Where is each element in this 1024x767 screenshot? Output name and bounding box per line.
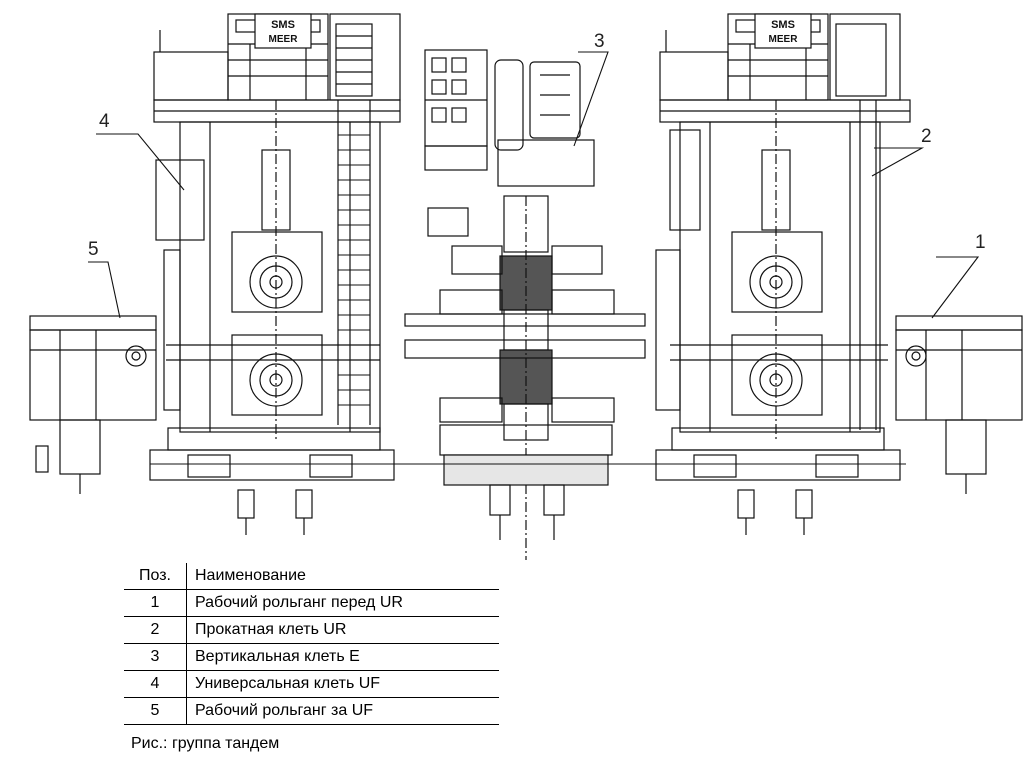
- rolling-stand-ur: SMS MEER: [655, 13, 911, 535]
- callout-4: 4: [99, 111, 110, 132]
- sms-logo-right-top: SMS: [771, 19, 795, 31]
- legend-header-row: Поз. Наименование: [124, 563, 499, 590]
- legend-row: 5 Рабочий рольганг за UF: [124, 697, 499, 725]
- callout-1: 1: [975, 232, 986, 253]
- legend-name: Универсальная клеть UF: [186, 670, 499, 698]
- legend-pos: 1: [124, 589, 187, 617]
- legend-name: Рабочий рольганг перед UR: [186, 589, 499, 617]
- leader-5: [88, 261, 121, 319]
- legend-pos: 5: [124, 697, 187, 725]
- technical-drawing: SMS MEER: [29, 13, 1023, 560]
- legend-pos: 3: [124, 643, 187, 671]
- legend-header-pos: Поз.: [124, 563, 187, 590]
- callout-3: 3: [594, 31, 605, 52]
- leader-3: [573, 51, 609, 147]
- callout-5: 5: [88, 239, 99, 260]
- vertical-stand-e: [404, 49, 646, 560]
- callout-2: 2: [921, 126, 932, 147]
- legend-pos: 4: [124, 670, 187, 698]
- legend-header-name: Наименование: [186, 563, 499, 590]
- callout-leaders: [88, 51, 980, 319]
- legend-row: 1 Рабочий рольганг перед UR: [124, 589, 499, 617]
- universal-stand-uf: SMS MEER: [149, 13, 401, 535]
- sms-logo-left-top: SMS: [271, 19, 295, 31]
- sms-logo-left-bottom: MEER: [269, 34, 299, 45]
- legend-row: 4 Универсальная клеть UF: [124, 670, 499, 698]
- legend-name: Вертикальная клеть E: [186, 643, 499, 671]
- leader-1: [931, 256, 980, 319]
- legend-name: Прокатная клеть UR: [186, 616, 499, 644]
- legend-pos: 2: [124, 616, 187, 644]
- figure-caption: Рис.: группа тандем: [131, 735, 280, 752]
- legend-row: 3 Вертикальная клеть E: [124, 643, 499, 671]
- legend-table: Поз. Наименование 1 Рабочий рольганг пер…: [124, 563, 499, 725]
- roller-table-after-uf: [29, 315, 157, 494]
- legend-name: Рабочий рольганг за UF: [186, 697, 499, 725]
- roller-table-before-ur: [895, 315, 1023, 494]
- legend-row: 2 Прокатная клеть UR: [124, 616, 499, 644]
- sms-logo-right-bottom: MEER: [769, 34, 799, 45]
- leader-2: [871, 147, 925, 177]
- leader-4: [96, 133, 185, 191]
